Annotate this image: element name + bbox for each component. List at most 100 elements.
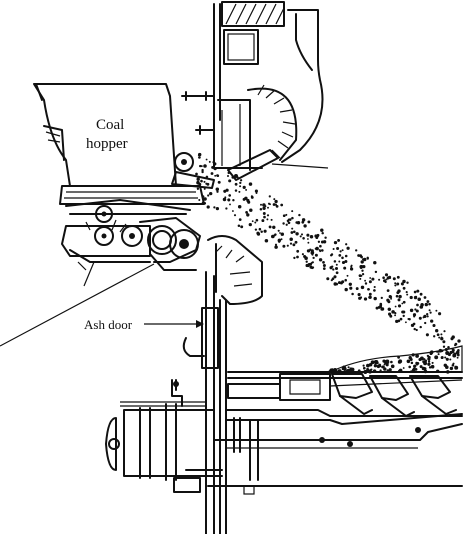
coal-particle (363, 297, 368, 301)
coal-particle (287, 221, 291, 225)
coal-particle (374, 270, 378, 274)
fuel-bed-particle (427, 362, 431, 366)
coal-particle (211, 165, 215, 169)
coal-particle (447, 346, 450, 349)
coal-particle (402, 300, 406, 304)
coal-particle (227, 198, 231, 202)
coal-particle (396, 291, 400, 295)
coal-particle (305, 260, 308, 263)
coal-particle (396, 282, 400, 286)
distributor-leader-line (0, 263, 155, 347)
fuel-bed-particle (347, 366, 350, 369)
coal-particle (266, 214, 270, 217)
coal-particle (373, 261, 377, 265)
ash-door-label: Ash door (84, 317, 133, 332)
coal-particle (311, 253, 314, 256)
coal-particle (367, 288, 370, 291)
coal-particle (213, 166, 217, 171)
fuel-bed-particle (437, 353, 440, 356)
coal-particle (398, 294, 402, 299)
coal-particle (386, 289, 390, 292)
coal-particle (309, 234, 314, 239)
fuel-bed-particle (366, 368, 369, 371)
coal-particle (206, 182, 210, 186)
coal-particle (242, 197, 246, 201)
coal-particle (270, 218, 273, 221)
coal-particle (245, 211, 248, 214)
coal-particle (292, 243, 296, 247)
coal-particle (216, 174, 219, 177)
coal-particle (402, 310, 406, 314)
coal-particle (355, 249, 358, 252)
coal-particle (457, 339, 461, 343)
stoker-drive-frame (173, 409, 463, 493)
fuel-bed-particle (452, 354, 456, 358)
fuel-bed-particle (430, 364, 435, 369)
coal-particle (375, 306, 379, 310)
coal-particle (307, 238, 309, 240)
coal-particle (206, 205, 210, 209)
coal-particle (394, 282, 397, 285)
coal-particle (389, 277, 392, 280)
fuel-bed-particle (411, 368, 416, 372)
coal-particle (255, 218, 259, 222)
coal-particle (399, 317, 403, 321)
fuel-bed-particle (408, 356, 412, 360)
fuel-bed-particle (431, 361, 434, 364)
coal-particle (268, 195, 271, 198)
coal-particle (305, 263, 309, 268)
coal-particle (196, 180, 200, 185)
coal-particle (274, 203, 277, 206)
coal-particle (401, 282, 404, 286)
coal-particle (280, 238, 283, 241)
coal-particle (349, 267, 354, 271)
coal-particle (299, 235, 302, 238)
coal-particle (442, 340, 446, 344)
fuel-bed-particle (343, 367, 347, 371)
fuel-bed-particle (423, 367, 427, 371)
coal-particle (307, 241, 310, 244)
fuel-bed-particle (444, 356, 447, 359)
coal-particle (330, 253, 334, 256)
coal-particle (333, 260, 337, 263)
coal-particle (438, 312, 442, 316)
coal-particle (422, 316, 425, 319)
traveling-grate (227, 345, 463, 417)
coal-particle (368, 280, 372, 284)
fuel-bed-particle (406, 359, 411, 364)
coal-particle (425, 333, 429, 337)
fuel-bed-particle (427, 360, 431, 363)
coal-particle (384, 273, 389, 277)
coal-particle (239, 185, 242, 188)
coal-particle (338, 254, 342, 257)
coal-particle (360, 255, 363, 259)
coal-hopper-label-line1: Coal (96, 117, 124, 133)
coal-particle (433, 335, 436, 338)
fuel-bed-particle (387, 361, 390, 364)
coal-particle (203, 187, 206, 190)
coal-particle (389, 314, 393, 318)
fuel-bed-particle (398, 359, 403, 364)
coal-particle (248, 222, 252, 227)
coal-particle (338, 260, 341, 263)
coal-particle (440, 337, 444, 341)
coal-particle (319, 250, 322, 253)
coal-particle (456, 356, 459, 359)
coal-particle (201, 195, 205, 198)
coal-particle (409, 295, 413, 300)
coal-particle (198, 156, 201, 159)
coal-particle (258, 227, 262, 231)
coal-particle (344, 260, 348, 263)
fuel-bed-particle (410, 361, 414, 365)
coal-particle (303, 224, 307, 228)
coal-particle (320, 228, 324, 232)
coal-particle (262, 203, 266, 207)
fuel-bed-particle (445, 365, 449, 369)
coal-particle (239, 179, 243, 182)
coal-particle (306, 233, 310, 237)
coal-particle (207, 194, 210, 197)
fuel-bed-particle (388, 368, 392, 372)
coal-particle (396, 275, 400, 279)
coal-particle (331, 277, 335, 281)
coal-particle (266, 218, 269, 221)
